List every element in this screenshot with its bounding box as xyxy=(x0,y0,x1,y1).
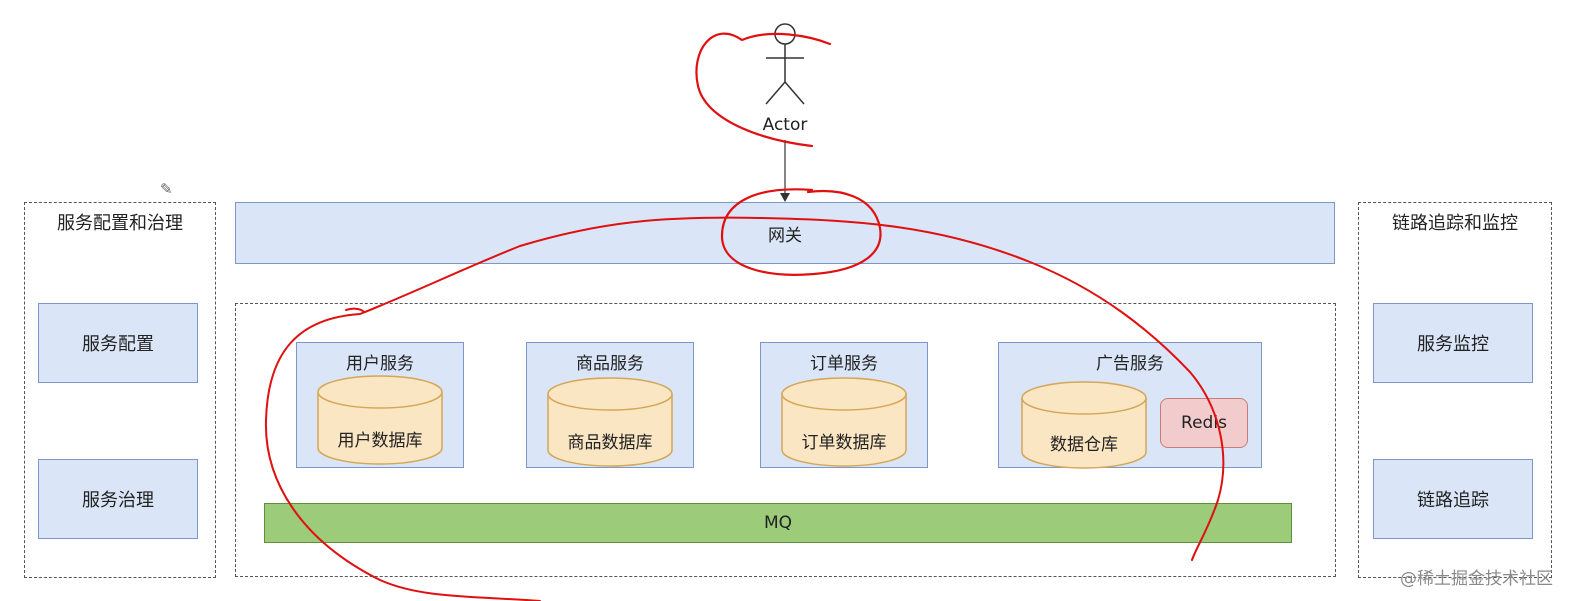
actor-to-gateway-arrow xyxy=(780,140,790,202)
pencil-icon: ✎ xyxy=(160,180,173,198)
service-config-governance-title: 服务配置和治理 xyxy=(57,213,183,234)
services-container xyxy=(235,303,1336,577)
order-database-cylinder xyxy=(781,377,907,467)
red-large-loop xyxy=(264,216,1225,601)
product-database-label: 商品数据库 xyxy=(567,432,653,453)
data-warehouse-cylinder xyxy=(1021,381,1147,469)
link-tracing-box: 链路追踪 xyxy=(1373,459,1533,539)
data-warehouse-label: 数据仓库 xyxy=(1050,434,1118,455)
order-service-title: 订单服务 xyxy=(810,354,878,374)
user-database-label: 用户数据库 xyxy=(337,430,423,451)
service-governance-box: 服务治理 xyxy=(38,459,198,539)
tracing-monitoring-panel: 链路追踪和监控 xyxy=(1358,202,1552,578)
service-config-box: 服务配置 xyxy=(38,303,198,383)
service-config-governance-panel: 服务配置和治理 xyxy=(24,202,216,578)
mq-bar: MQ xyxy=(264,503,1292,543)
order-database-label: 订单数据库 xyxy=(801,432,887,453)
user-database-cylinder xyxy=(317,375,443,465)
red-scribble-actor xyxy=(695,32,832,148)
red-loop-tail xyxy=(345,307,365,313)
user-service-title: 用户服务 xyxy=(346,354,414,374)
actor-label: Actor xyxy=(762,115,808,135)
service-monitoring-box: 服务监控 xyxy=(1373,303,1533,383)
red-circle-gateway xyxy=(720,188,882,276)
gateway-box: 网关 xyxy=(235,202,1335,264)
product-service-title: 商品服务 xyxy=(576,354,644,374)
tracing-monitoring-title: 链路追踪和监控 xyxy=(1392,213,1518,234)
ad-service-title: 广告服务 xyxy=(1096,354,1164,374)
watermark-text: @稀土掘金技术社区 xyxy=(1400,569,1553,589)
product-database-cylinder xyxy=(547,377,673,467)
